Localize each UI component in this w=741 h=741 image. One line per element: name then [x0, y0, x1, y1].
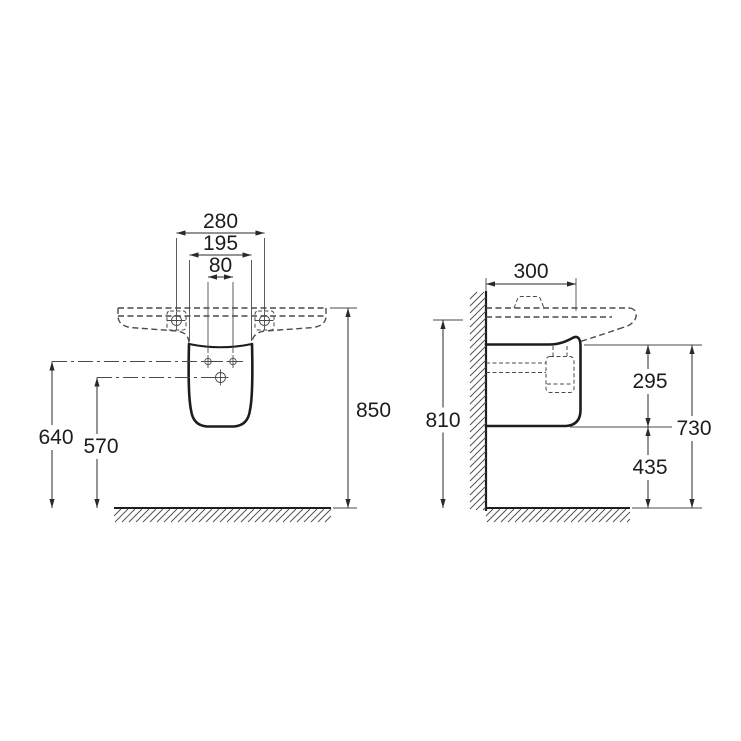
- dim-label-300: 300: [513, 260, 548, 283]
- siphon-trap: [486, 346, 575, 393]
- floor-hatch-side: [485, 508, 631, 523]
- dim-clearance-435: 435: [628, 427, 672, 508]
- dim-outlet-height-570: 570: [79, 377, 123, 508]
- tap-hole-right: [254, 310, 275, 331]
- dim-label-195: 195: [203, 232, 238, 255]
- dim-depth-300: 300: [485, 260, 577, 311]
- fixing-hole-left-mark: [201, 355, 215, 368]
- dim-fixing-holes-80: 80: [207, 254, 234, 353]
- wall-hatch: [469, 291, 487, 511]
- basin-front-outline: [117, 307, 327, 345]
- fixing-hole-right-mark: [226, 355, 240, 368]
- dim-pedestal-width-195: 195: [189, 232, 252, 341]
- pedestal-front-outline: [187, 342, 254, 428]
- dim-underside-height-730: 730: [672, 345, 716, 508]
- dim-label-435: 435: [632, 456, 667, 479]
- tap-deck-bump: [513, 296, 545, 309]
- side-view: 300 810 295 435: [421, 260, 716, 523]
- dim-label-570: 570: [83, 435, 118, 458]
- dim-label-810: 810: [425, 409, 460, 432]
- dim-wall-height-810: 810: [421, 319, 465, 508]
- tap-hole-left: [166, 310, 187, 331]
- dim-label-850: 850: [356, 399, 391, 422]
- dim-pedestal-height-295: 295: [628, 345, 672, 427]
- front-view: 280 195 80 850: [34, 210, 391, 523]
- outlet-mark: [212, 369, 229, 386]
- basin-side-outline: [486, 296, 637, 345]
- pedestal-side-outline: [484, 335, 582, 428]
- dim-label-280: 280: [203, 210, 238, 233]
- dim-label-80: 80: [209, 254, 232, 277]
- dim-label-640: 640: [38, 426, 73, 449]
- floor-hatch-front: [113, 508, 332, 523]
- dim-label-295: 295: [632, 370, 667, 393]
- dim-label-730: 730: [676, 417, 711, 440]
- dim-fixing-height-640: 640: [34, 361, 78, 508]
- dim-rim-height-850: 850: [330, 307, 391, 509]
- dim-tap-centers-280: 280: [176, 210, 265, 311]
